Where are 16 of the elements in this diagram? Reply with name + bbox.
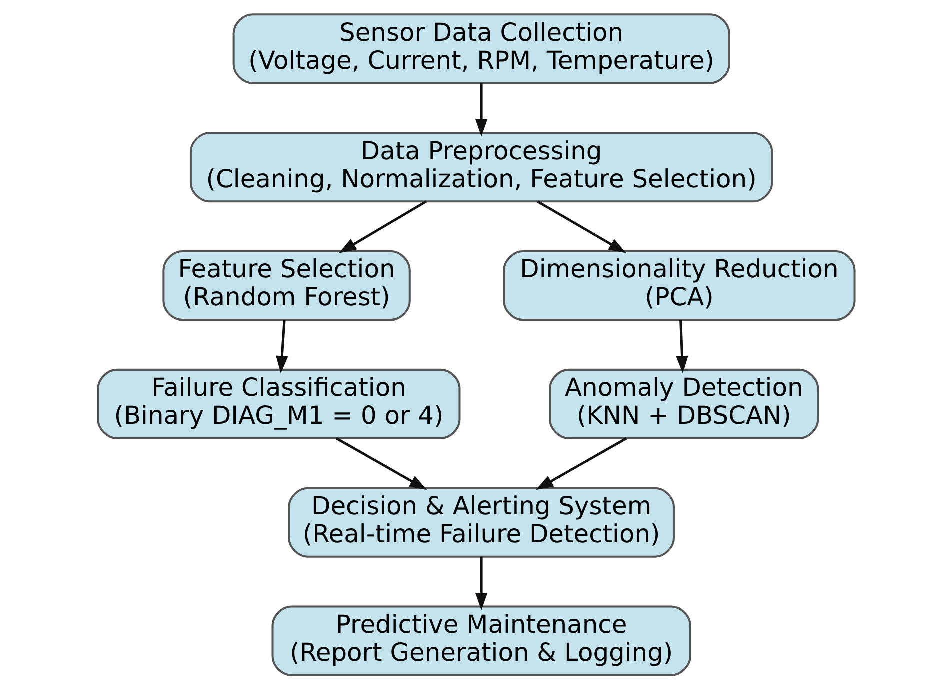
arrow <box>474 556 488 610</box>
node-box: Dimensionality Reduction (PCA) <box>502 250 856 322</box>
node-box: Anomaly Detection (KNN + DBSCAN) <box>548 368 819 440</box>
arrow <box>335 437 427 490</box>
node-box: Predictive Maintenance (Report Generation & Logging) <box>271 606 691 676</box>
node-box: Decision & Alerting System (Real-time Failure Detection) <box>288 487 675 558</box>
node-box: Failure Classification (Binary DIAG_M1 = 0 or 4) <box>96 368 460 440</box>
node-box: Feature Selection (Random Forest) <box>162 250 410 322</box>
arrow <box>536 200 626 254</box>
node-box: Sensor Data Collection (Voltage, Current, RPM, Temperature) <box>232 14 730 84</box>
arrow <box>676 320 688 374</box>
arrow <box>535 437 627 490</box>
arrow <box>474 83 488 137</box>
node-box: Data Preprocessing (Cleaning, Normalization, Feature Selection) <box>189 132 773 203</box>
arrow <box>338 200 426 254</box>
arrow <box>276 320 288 374</box>
